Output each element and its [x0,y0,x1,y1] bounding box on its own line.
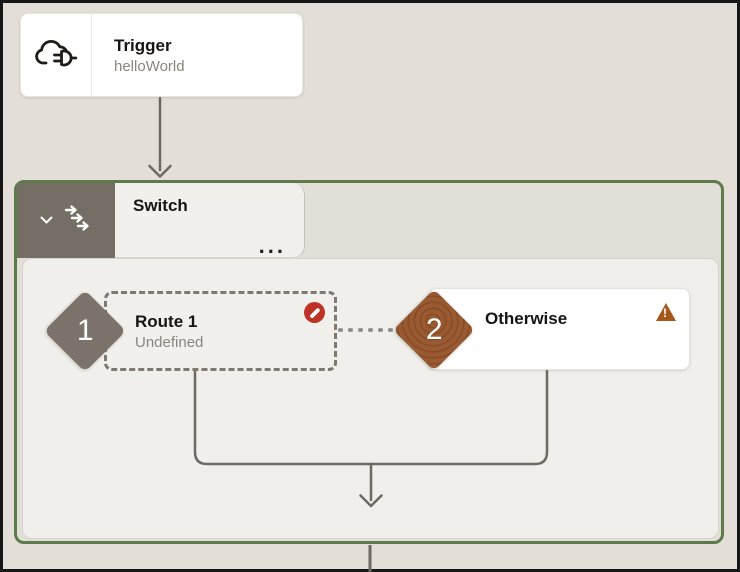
trigger-icon-cell [21,14,92,96]
switch-menu-button[interactable]: ... [258,233,286,258]
otherwise-number: 2 [425,313,443,346]
trigger-title: Trigger [114,35,172,55]
switch-collapse-header[interactable] [17,183,115,258]
cloud-plug-icon [33,34,79,77]
otherwise-title: Otherwise [485,309,568,328]
trigger-subtitle: helloWorld [114,57,185,75]
cascade-arrows-icon [63,204,93,237]
arrowhead-trigger-to-switch [148,164,172,178]
route1-node[interactable]: Route 1 Undefined [104,291,337,371]
chevron-down-icon[interactable] [40,212,53,230]
route1-number: 1 [76,314,94,347]
switch-title: Switch [133,196,188,215]
trigger-node[interactable]: Trigger helloWorld [20,13,303,97]
route1-subtitle: Undefined [135,333,204,351]
trigger-text: Trigger helloWorld [92,14,185,96]
otherwise-node[interactable]: Otherwise [428,288,690,370]
route1-title: Route 1 [135,311,198,331]
triangle-exclamation-icon: ! [656,303,676,321]
switch-header-tab[interactable]: Switch ... [115,183,305,258]
slash-circle-icon [304,302,325,323]
